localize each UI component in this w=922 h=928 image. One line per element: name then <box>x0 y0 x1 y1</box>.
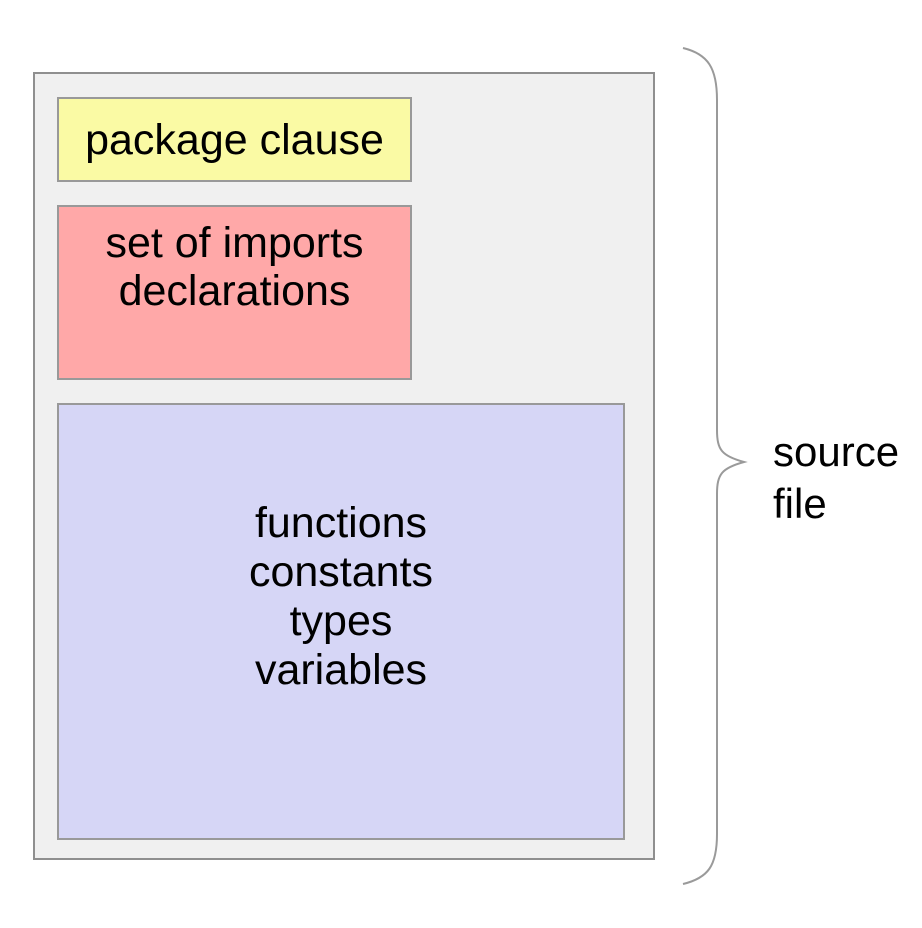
package-clause-box: package clause <box>57 97 412 182</box>
curly-brace-path <box>682 47 748 885</box>
package-clause-label: package clause <box>85 115 384 164</box>
imports-label-line-2: declarations <box>118 267 351 315</box>
declarations-box: functions constants types variables <box>57 403 625 840</box>
declarations-label-variables: variables <box>254 646 428 694</box>
source-file-label-line-1: source <box>773 428 900 475</box>
declarations-label-constants: constants <box>248 548 434 596</box>
source-file-label: source file <box>773 426 899 530</box>
declarations-label-functions: functions <box>254 499 428 547</box>
declarations-label-types: types <box>289 597 393 645</box>
curly-brace-icon <box>682 47 748 885</box>
imports-label-line-1: set of imports <box>105 219 364 267</box>
imports-box: set of imports declarations <box>57 205 412 380</box>
source-file-label-line-2: file <box>773 480 827 527</box>
source-file-container: package clause set of imports declaratio… <box>33 72 655 860</box>
